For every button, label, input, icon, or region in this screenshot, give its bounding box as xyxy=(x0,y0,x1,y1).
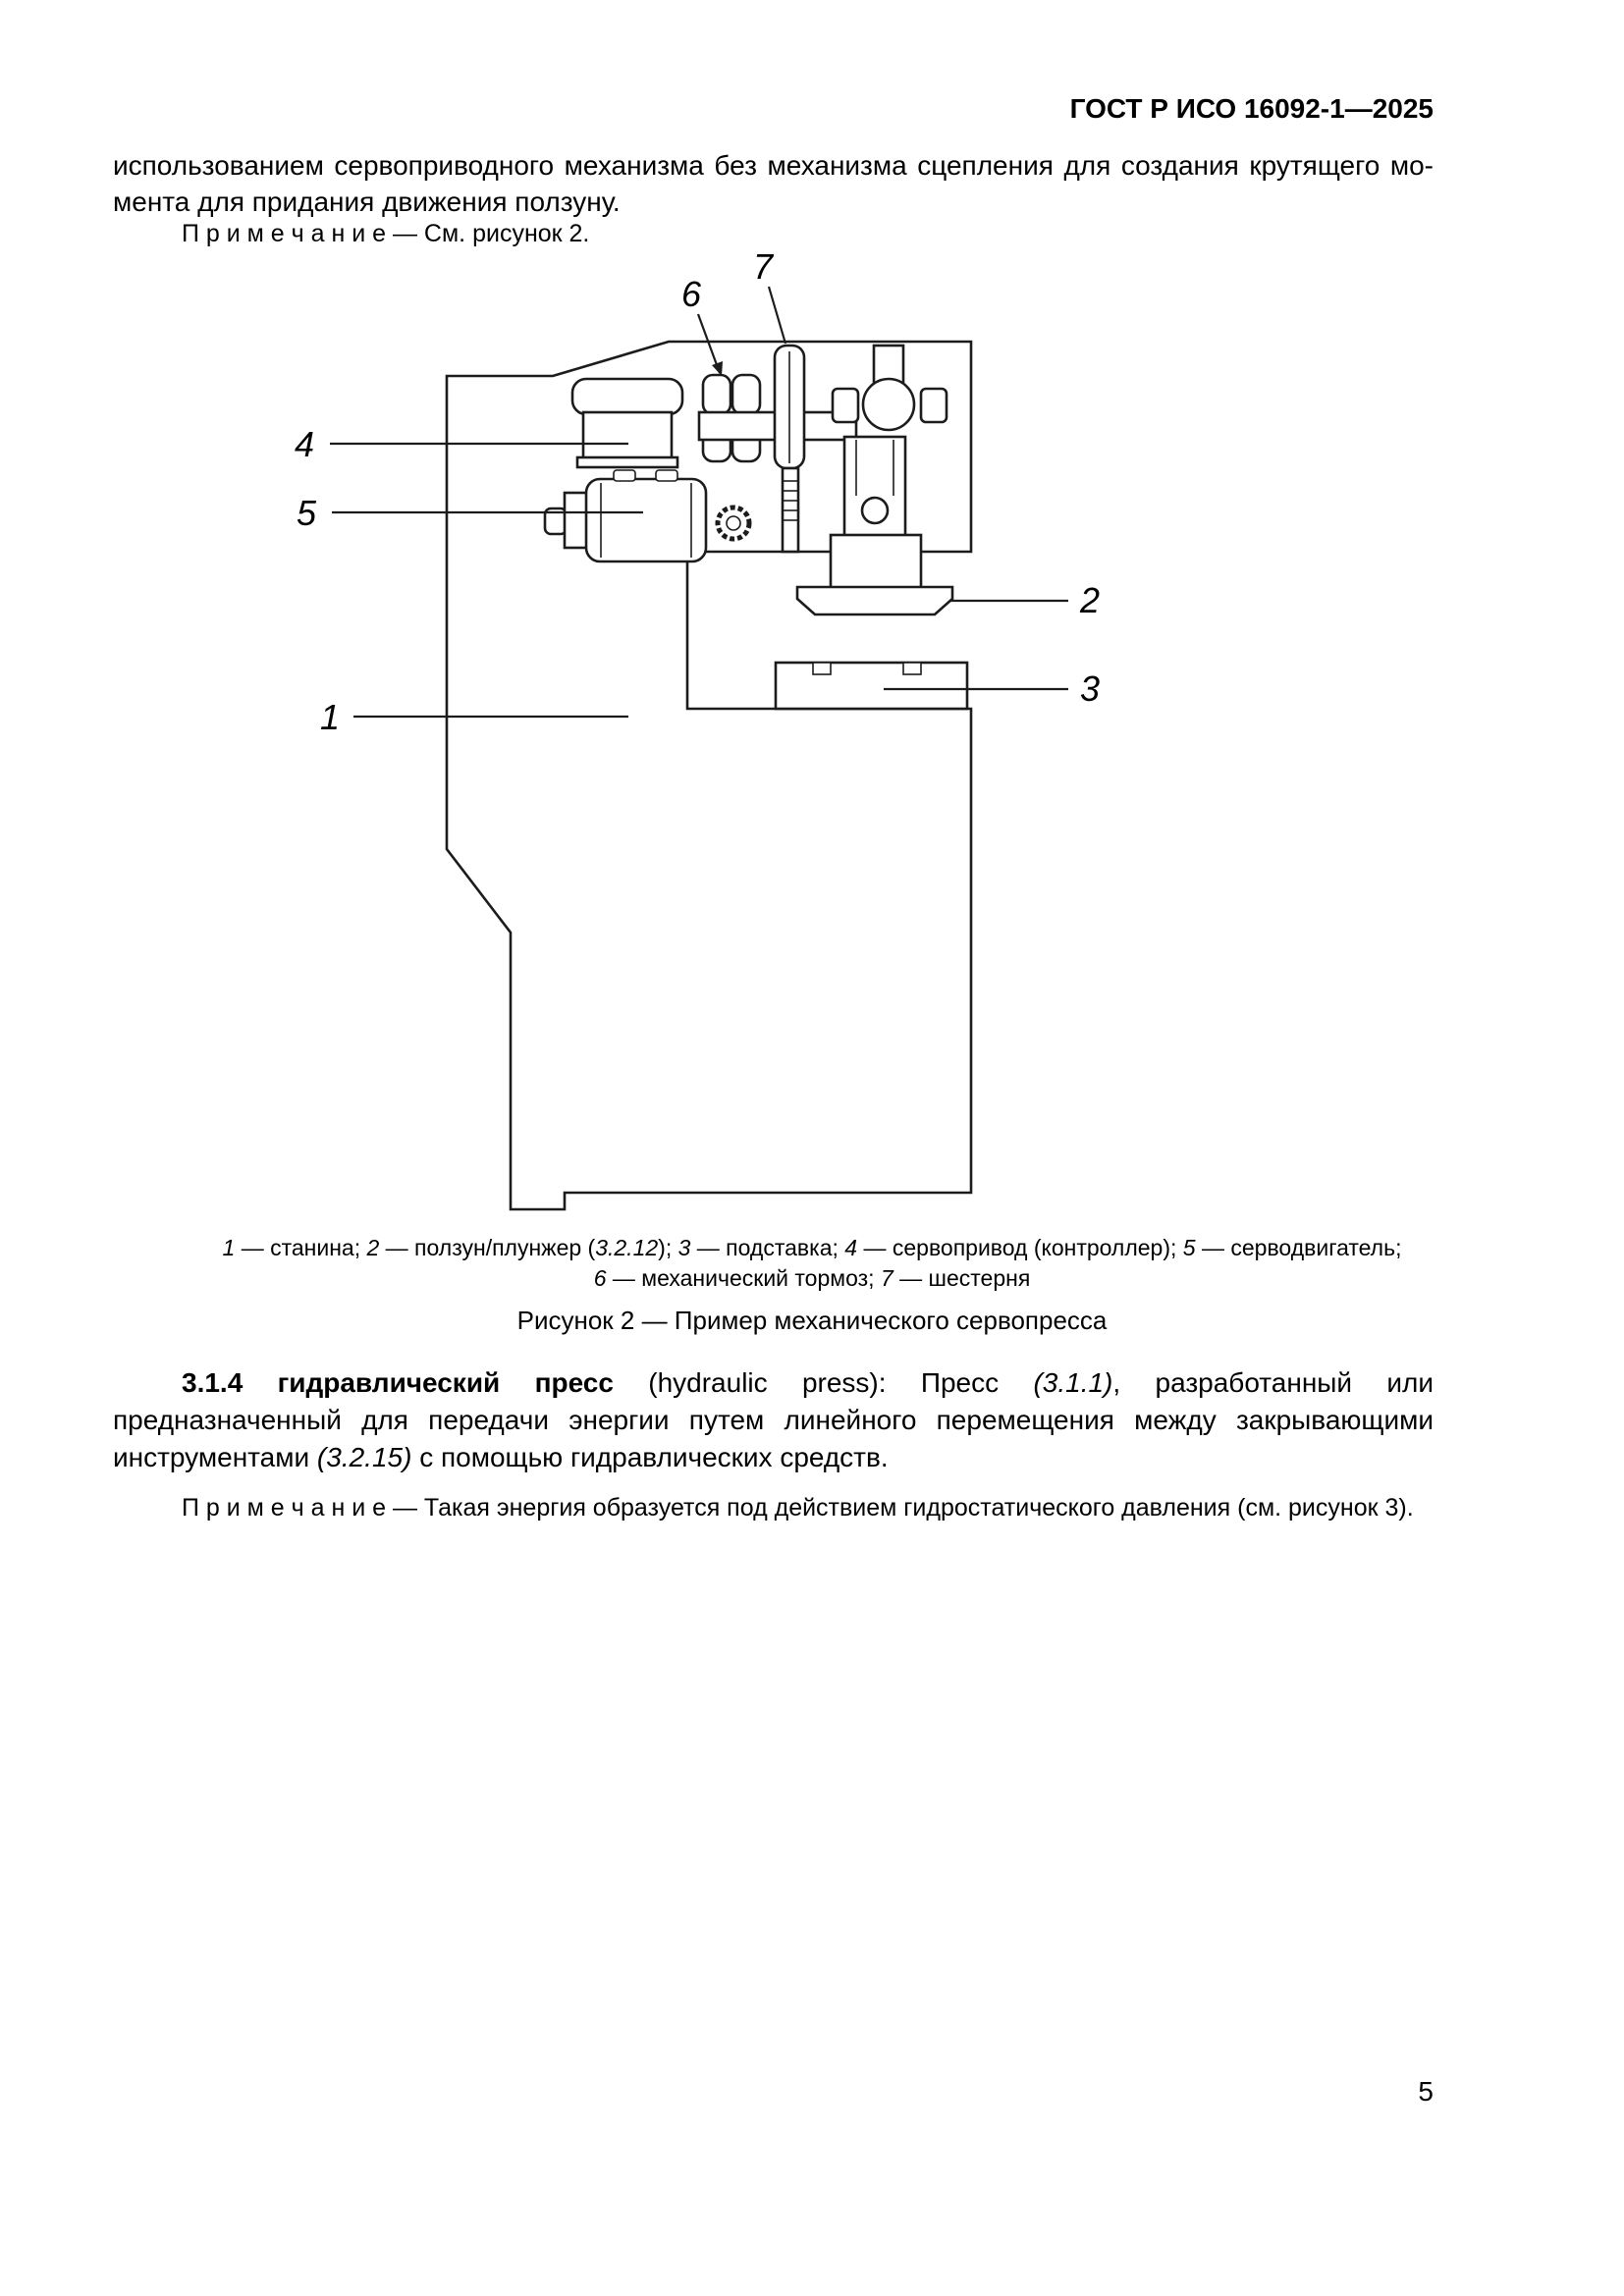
crank-assembly xyxy=(831,344,948,432)
note-1: П р и м е ч а н и е — См. рисунок 2. xyxy=(182,220,590,247)
gear-shaft xyxy=(773,344,806,554)
intro-line-2: мента для придания движения ползуну. xyxy=(113,187,621,217)
note-2: П р и м е ч а н и е — Такая энергия обра… xyxy=(182,1494,1414,1522)
servo-controller xyxy=(570,377,684,469)
callout-label-6: 6 xyxy=(681,274,702,314)
callout-label-3: 3 xyxy=(1080,668,1100,709)
callout-label-2: 2 xyxy=(1079,580,1100,620)
callout-label-5: 5 xyxy=(297,493,317,533)
intro-line-1: использованием сервоприводного механизма… xyxy=(113,150,1434,181)
term-definition-3-1-4: 3.1.4 гидравлический пресс (hydraulic pr… xyxy=(113,1367,1435,1472)
callout-label-1: 1 xyxy=(320,697,340,737)
callout-label-7: 7 xyxy=(753,246,775,287)
figure-title: Рисунок 2 — Пример механического сервопр… xyxy=(516,1306,1108,1335)
press-frame xyxy=(445,340,973,1211)
figure-caption: 1 — станина; 2 — ползун/плунжер (3.2.12)… xyxy=(0,1233,1624,1294)
figure-caption-line-2: 6 — механический тормоз; 7 — шестерня xyxy=(593,1265,1031,1291)
callout-line-6 xyxy=(696,313,722,374)
ram-plunger xyxy=(795,533,954,616)
bolster xyxy=(774,661,969,711)
figure-caption-line-1: 1 — станина; 2 — ползун/плунжер (3.2.12)… xyxy=(222,1235,1402,1260)
page-number: 5 xyxy=(1418,2076,1434,2107)
ram-flange xyxy=(795,585,954,616)
callout-arrowhead-6 xyxy=(712,361,723,376)
servo-motor xyxy=(543,469,752,563)
intro-paragraph: использованием сервоприводного механизма… xyxy=(113,147,1434,220)
callout-label-4: 4 xyxy=(295,424,314,464)
callout-line-7 xyxy=(767,286,787,345)
connecting-rod xyxy=(842,435,907,542)
document-number: ГОСТ Р ИСО 16092-1—2025 xyxy=(1069,93,1434,124)
